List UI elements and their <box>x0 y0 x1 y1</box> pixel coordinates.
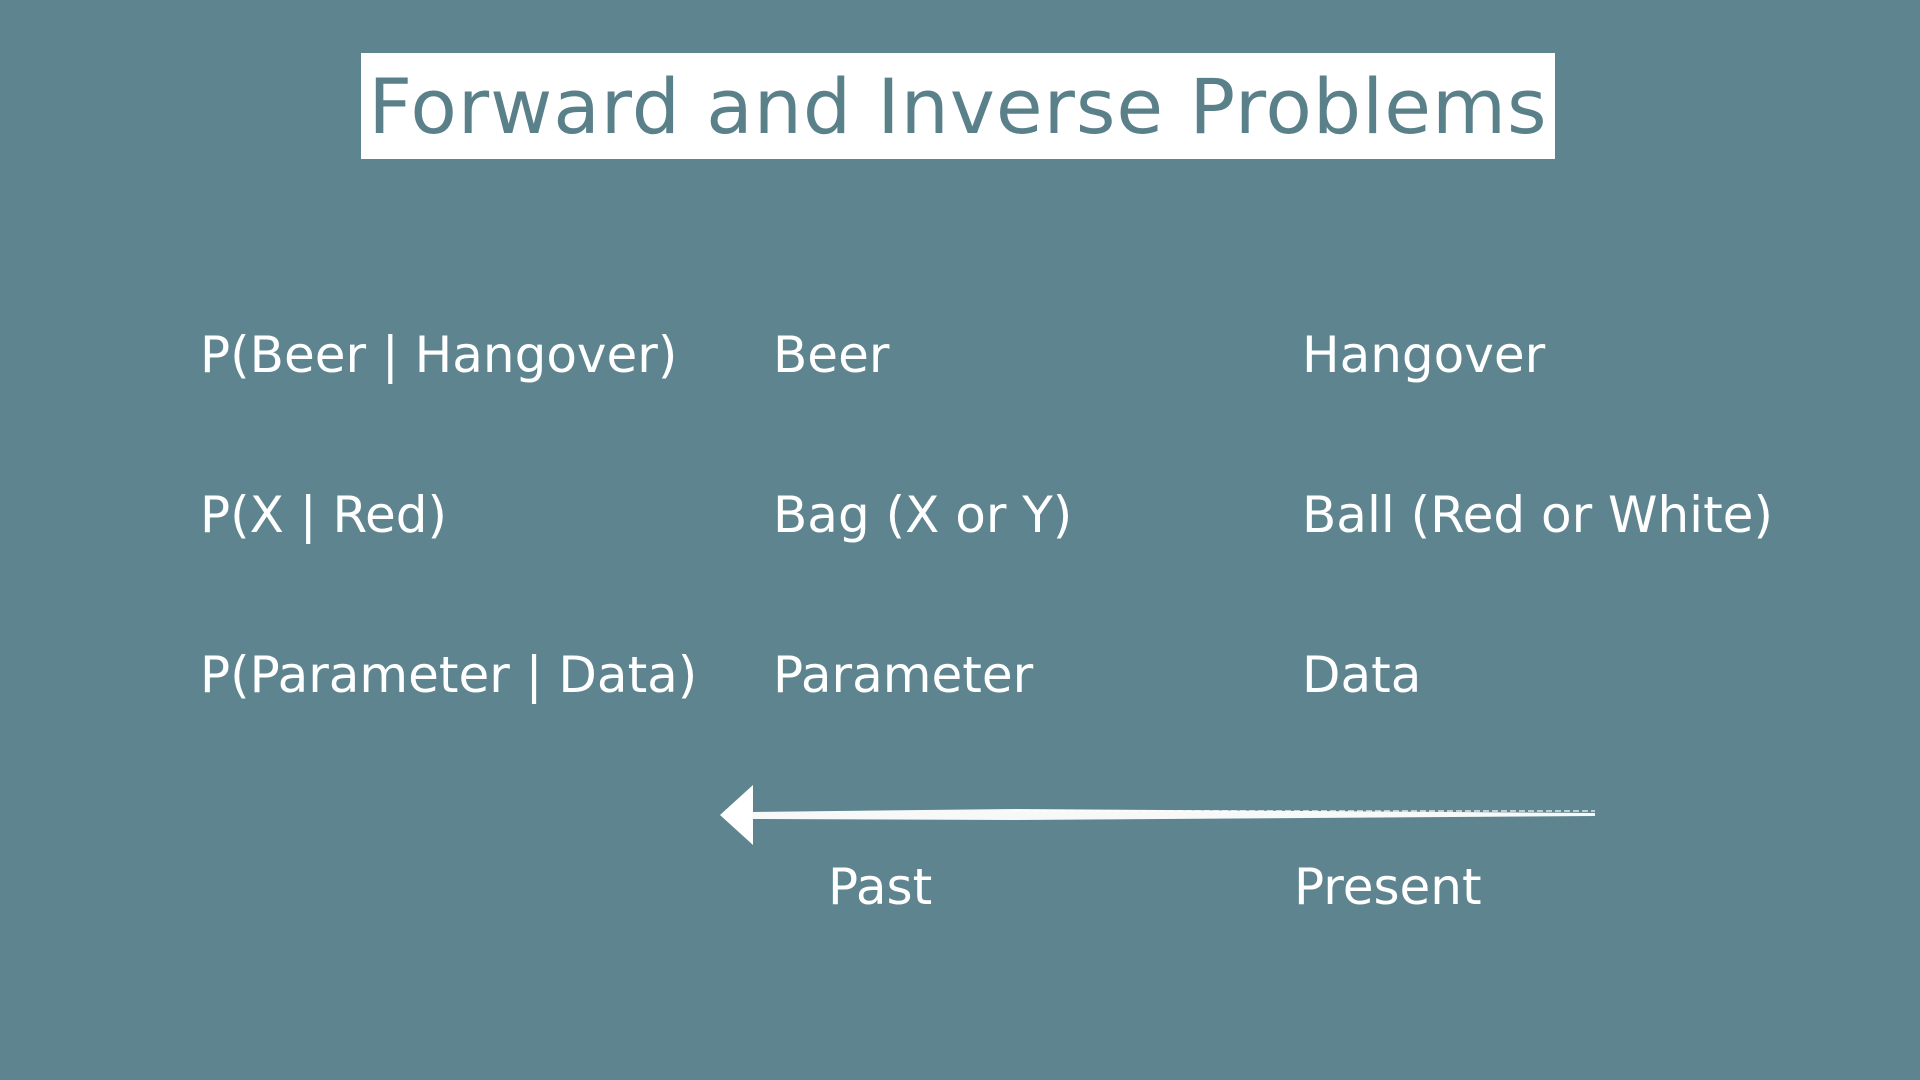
arrow-left-icon <box>720 785 1595 845</box>
slide-title: Forward and Inverse Problems <box>368 61 1548 151</box>
past-label: Past <box>828 858 933 916</box>
present-label: Present <box>1294 858 1482 916</box>
row1-probability: P(Beer | Hangover) <box>200 326 678 384</box>
row2-effect: Ball (Red or White) <box>1302 486 1773 544</box>
row3-probability: P(Parameter | Data) <box>200 646 698 704</box>
row2-probability: P(X | Red) <box>200 486 448 544</box>
row1-cause: Beer <box>773 326 890 384</box>
title-box: Forward and Inverse Problems <box>361 53 1555 159</box>
row2-cause: Bag (X or Y) <box>773 486 1073 544</box>
row1-effect: Hangover <box>1302 326 1546 384</box>
row3-effect: Data <box>1302 646 1422 704</box>
row3-cause: Parameter <box>773 646 1034 704</box>
